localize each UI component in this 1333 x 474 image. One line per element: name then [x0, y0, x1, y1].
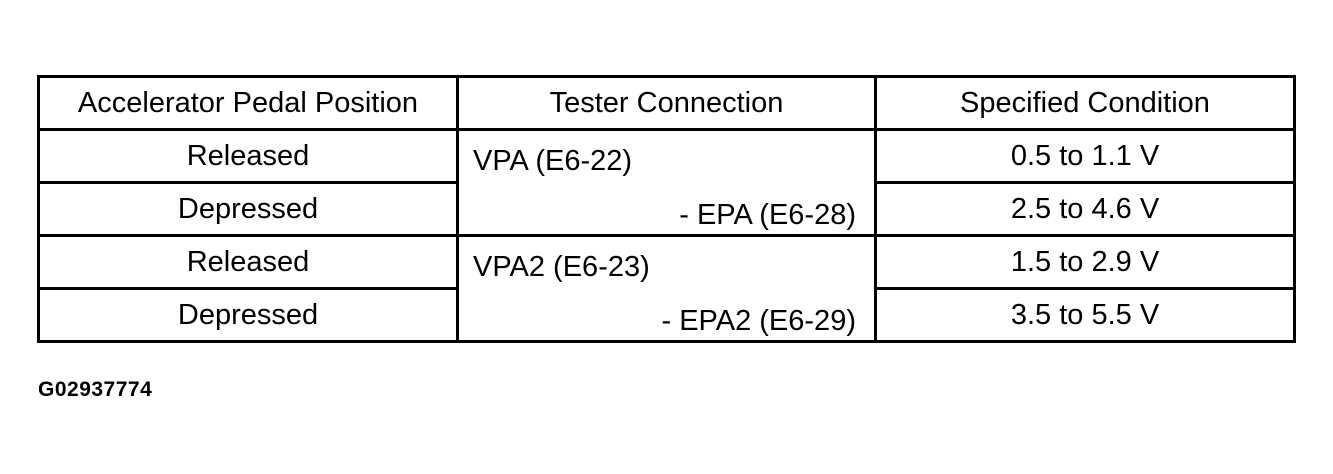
- table-row: Depressed 2.5 to 4.6 V: [37, 181, 1297, 237]
- pedal-position-cell: Depressed: [37, 287, 459, 343]
- specification-table: Accelerator Pedal Position Tester Connec…: [37, 75, 1297, 343]
- specified-condition-cell: 2.5 to 4.6 V: [873, 181, 1297, 237]
- pedal-position-cell: Depressed: [37, 181, 459, 237]
- specified-condition-cell: 1.5 to 2.9 V: [873, 234, 1297, 290]
- specified-condition-cell: 3.5 to 5.5 V: [873, 287, 1297, 343]
- tester-connection-cell: VPA2 (E6-23) - EPA2 (E6-29): [456, 234, 877, 343]
- connection-line-2: - EPA2 (E6-29): [661, 305, 856, 337]
- header-specified-condition: Specified Condition: [873, 75, 1297, 131]
- header-tester-connection: Tester Connection: [456, 75, 877, 131]
- pedal-position-cell: Released: [37, 128, 459, 184]
- connection-line-1: VPA (E6-22): [473, 145, 633, 177]
- tester-connection-cell: VPA (E6-22) - EPA (E6-28): [456, 128, 877, 237]
- table-row: Released VPA2 (E6-23) - EPA2 (E6-29) 1.5…: [37, 234, 1297, 343]
- connection-line-2: - EPA (E6-28): [679, 199, 856, 231]
- connection-line-1: VPA2 (E6-23): [473, 251, 650, 283]
- header-row: Accelerator Pedal Position Tester Connec…: [37, 75, 1297, 131]
- header-pedal-position: Accelerator Pedal Position: [37, 75, 459, 131]
- figure-id: G02937774: [38, 378, 153, 401]
- table-row: Depressed 3.5 to 5.5 V: [37, 287, 1297, 343]
- pedal-position-cell: Released: [37, 234, 459, 290]
- specified-condition-cell: 0.5 to 1.1 V: [873, 128, 1297, 184]
- table-row: Released VPA (E6-22) - EPA (E6-28) 0.5 t…: [37, 128, 1297, 237]
